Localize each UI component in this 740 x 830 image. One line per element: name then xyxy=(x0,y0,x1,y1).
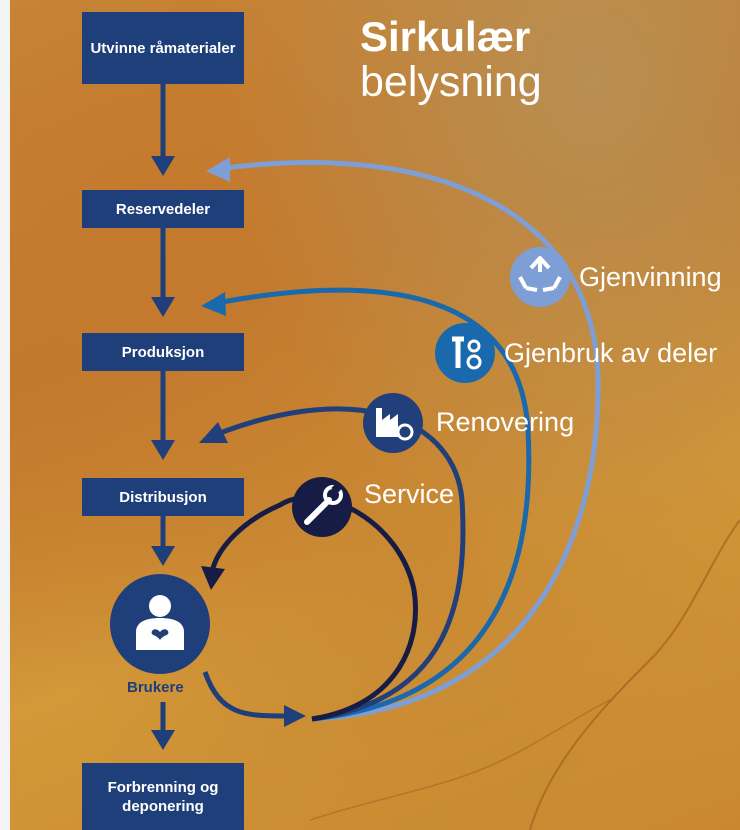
flow-arrow-parts-production xyxy=(151,228,175,317)
flow-arrow-users-disposal xyxy=(151,702,175,750)
recycle-icon xyxy=(510,247,570,307)
stage-box-disposal: Forbrenning og deponering xyxy=(82,763,244,830)
loop-recycling-arc xyxy=(206,157,601,722)
stage-box-production: Produksjon xyxy=(82,333,244,371)
title-line-1: Sirkulær xyxy=(360,13,531,60)
stage-box-parts: Reservedeler xyxy=(82,190,244,228)
loop-reuse-arc xyxy=(201,287,532,722)
loop-service-arc xyxy=(201,495,419,722)
tools-gears-icon xyxy=(435,323,495,383)
flow-arrow-extract-parts xyxy=(151,84,175,176)
page-title: Sirkulær belysning xyxy=(360,13,542,106)
loop-label-service: Service xyxy=(364,479,455,509)
background-crack xyxy=(309,519,740,830)
users-icon xyxy=(110,574,210,674)
loop-label-refurbish: Renovering xyxy=(436,407,575,437)
stage-box-extract: Utvinne råmaterialer xyxy=(82,12,244,84)
users-label: Brukere xyxy=(127,679,184,696)
stage-box-distribution: Distribusjon xyxy=(82,478,244,516)
loop-refurbish-arc xyxy=(199,406,466,722)
wrench-icon xyxy=(292,477,352,537)
loop-label-reuse: Gjenbruk av deler xyxy=(504,338,718,368)
flow-arrow-users-to-loops xyxy=(202,671,306,727)
flow-arrow-production-distribution xyxy=(151,371,175,460)
loop-label-recycling: Gjenvinning xyxy=(579,262,722,292)
flow-arrow-distribution-users xyxy=(151,516,175,566)
title-line-2: belysning xyxy=(360,58,542,106)
factory-refresh-icon xyxy=(363,393,423,453)
